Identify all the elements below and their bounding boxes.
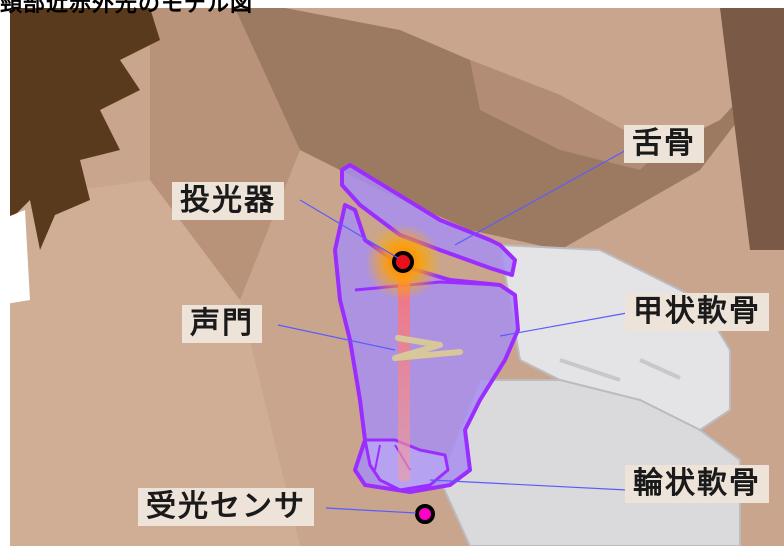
- hair: [10, 8, 160, 250]
- label-glottis: 声門: [182, 305, 262, 343]
- neck-front: [10, 180, 300, 546]
- leader-cricoid: [429, 479, 628, 491]
- collar-crease-2: [639, 358, 681, 380]
- face-area: [285, 8, 784, 150]
- leader-emitter: [299, 199, 399, 259]
- leader-thyroid: [499, 312, 628, 337]
- label-receiver: 受光センサ: [138, 488, 314, 526]
- label-cricoid-cartilage: 輪状軟骨: [625, 465, 769, 503]
- leader-glottis: [277, 324, 396, 351]
- diagram-title: 頸部近赤外光のモデル図: [0, 0, 254, 17]
- shirt: [438, 379, 741, 546]
- back-shadow: [720, 8, 784, 250]
- leader-hyoid: [454, 147, 631, 246]
- neck-side: [150, 8, 300, 300]
- ear-gap: [0, 210, 30, 305]
- label-hyoid: 舌骨: [624, 125, 704, 163]
- collar: [498, 243, 731, 432]
- light-beam: [398, 262, 410, 482]
- emitter-dot: [392, 251, 414, 273]
- receiver-dot: [415, 504, 435, 524]
- collar-crease: [559, 358, 621, 382]
- label-emitter: 投光器: [172, 182, 284, 220]
- label-thyroid-cartilage: 甲状軟骨: [625, 293, 769, 331]
- chin-contour: [470, 60, 660, 170]
- leader-receiver: [325, 507, 417, 514]
- glottis: [392, 335, 463, 361]
- hyoid-bone: [340, 163, 517, 277]
